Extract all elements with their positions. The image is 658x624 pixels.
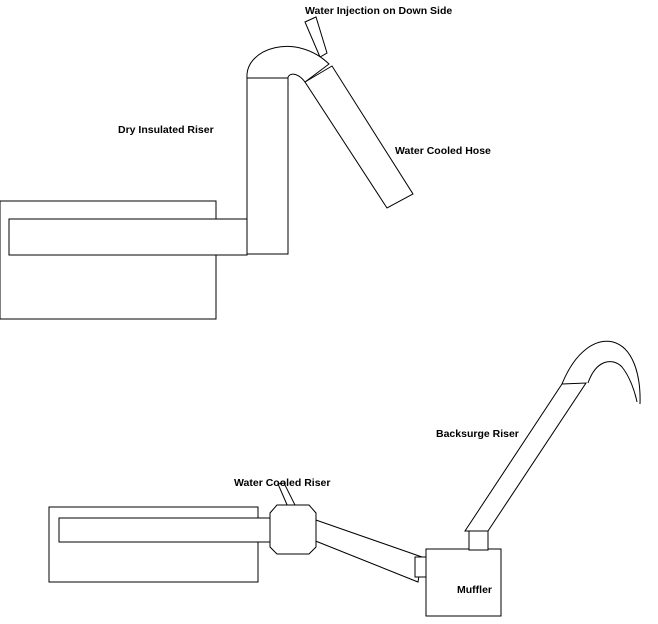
backsurge-riser — [464, 382, 587, 532]
muffler-outlet-neck — [468, 530, 489, 551]
dry-insulated-riser — [246, 77, 289, 255]
muffler — [425, 548, 502, 617]
water-cooled-hose — [304, 65, 414, 209]
top-system: Water Injection on Down Side Dry Insulat… — [0, 5, 491, 320]
label-water-cooled-riser: Water Cooled Riser — [234, 477, 330, 489]
label-water-injection: Water Injection on Down Side — [305, 5, 452, 17]
muffler-inlet-hose — [312, 518, 423, 583]
bottom-exhaust-pipe — [58, 517, 274, 543]
muffler-inlet-collar — [414, 556, 428, 578]
water-injection-stub — [304, 16, 328, 58]
label-muffler: Muffler — [457, 584, 492, 596]
label-backsurge-riser: Backsurge Riser — [436, 428, 519, 440]
label-dry-insulated-riser: Dry Insulated Riser — [118, 124, 214, 136]
backsurge-gooseneck — [561, 340, 641, 405]
riser-elbow — [246, 46, 330, 84]
label-water-cooled-hose: Water Cooled Hose — [395, 145, 491, 157]
water-cooled-riser — [269, 504, 317, 555]
bottom-system: Water Cooled Riser Backsurge Riser Muffl… — [48, 340, 641, 617]
top-exhaust-pipe — [8, 218, 248, 256]
